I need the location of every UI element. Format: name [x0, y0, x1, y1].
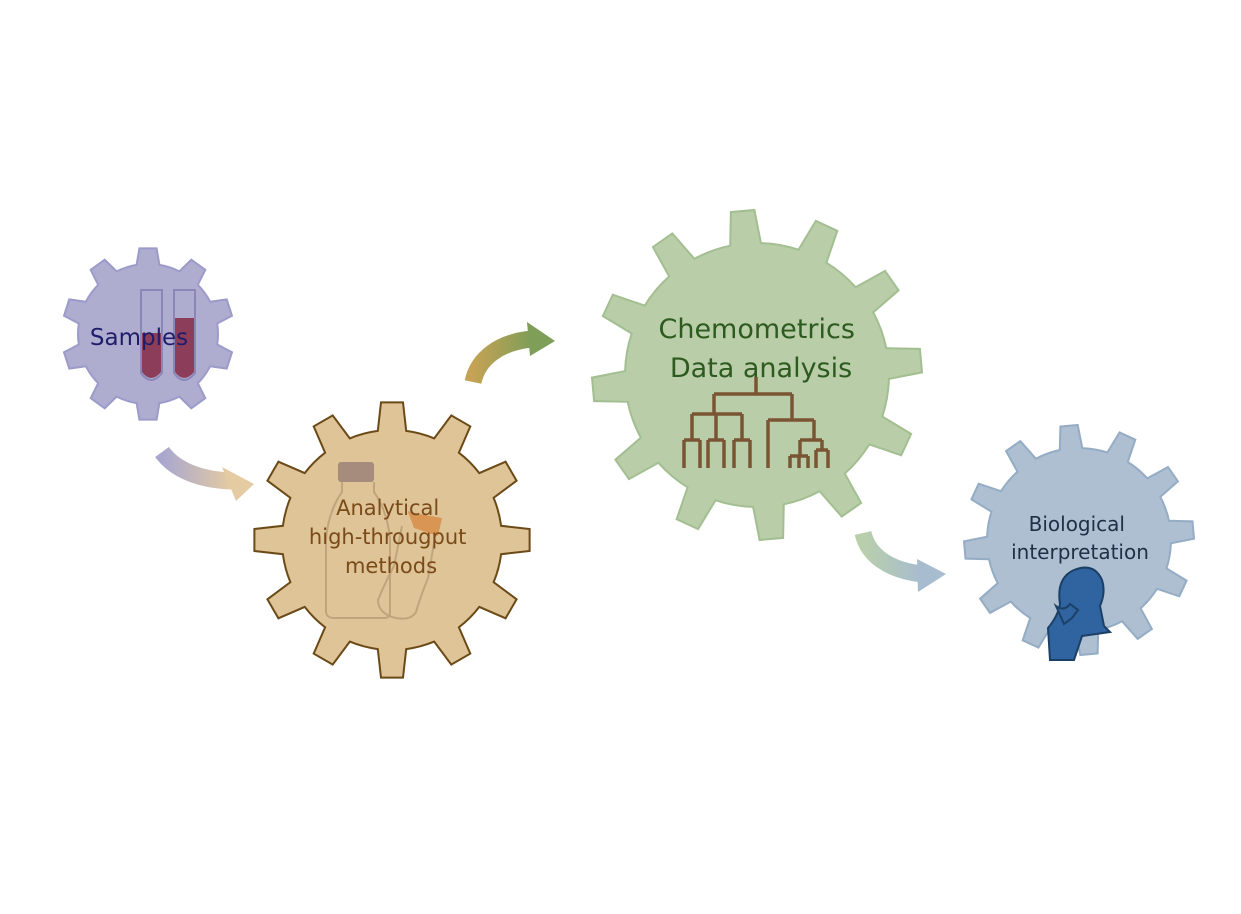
flow-arrow-2	[464, 322, 555, 385]
flow-arrow-1	[155, 446, 254, 501]
analytical-label: Analytical high-througput methods	[309, 496, 473, 578]
bottles-icon	[325, 462, 442, 620]
flow-arrow-3	[854, 530, 946, 592]
analytical-gear	[253, 401, 531, 679]
chemometrics-label: Chemometrics Data analysis	[658, 314, 863, 384]
thinking-head-icon	[1046, 566, 1113, 661]
test-tubes-icon	[140, 289, 196, 381]
samples-label: Samples	[90, 325, 188, 351]
chemometrics-gear	[590, 208, 924, 542]
biological-label: Biological interpretation	[1011, 512, 1149, 564]
dendrogram-icon	[682, 377, 830, 468]
